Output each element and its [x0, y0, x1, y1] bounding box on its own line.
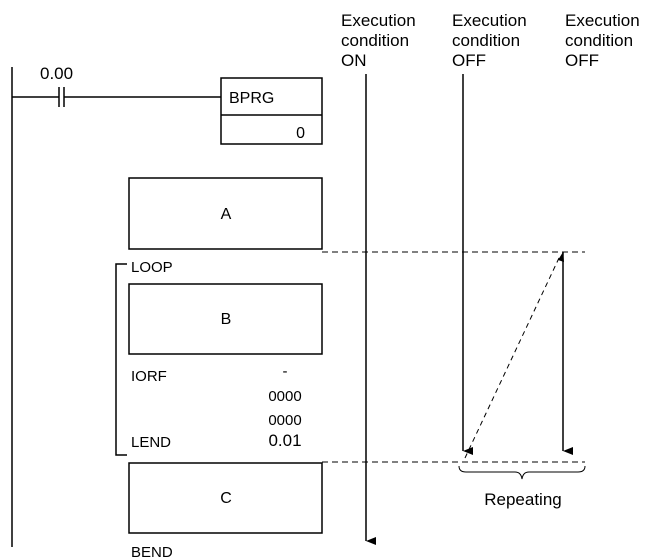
column-off1-line2: condition — [452, 31, 520, 50]
iorf-mnemonic: IORF — [131, 368, 167, 385]
column-off1-line1: Execution — [452, 11, 527, 30]
bprg-label: BPRG — [229, 90, 274, 107]
block-c: C — [128, 462, 323, 534]
block-c-label: C — [220, 490, 232, 507]
block-b: B — [128, 283, 323, 355]
column-off2-line1: Execution — [565, 11, 640, 30]
bprg-instruction-box: BPRG 0 — [220, 77, 323, 145]
loop-label: LOOP — [131, 259, 173, 276]
bprg-operand: 0 — [296, 125, 305, 142]
column-header-off-1: Execution condition OFF — [452, 11, 527, 70]
column-on-line3: ON — [341, 51, 367, 70]
column-on-line1: Execution — [341, 11, 416, 30]
lend-operand: 0.01 — [268, 431, 301, 450]
contact-address-label: 0.00 — [40, 64, 73, 83]
column-header-off-2: Execution condition OFF — [565, 11, 640, 70]
block-a: A — [128, 177, 323, 250]
repeating-label: Repeating — [484, 490, 562, 509]
column-header-on: Execution condition ON — [341, 11, 416, 70]
column-off2-line3: OFF — [565, 51, 599, 70]
iorf-operand-1: - — [283, 363, 288, 380]
column-on-line2: condition — [341, 31, 409, 50]
bend-label: BEND — [131, 544, 173, 560]
iorf-operand-3: 0000 — [268, 412, 301, 429]
lend-label: LEND — [131, 434, 171, 451]
block-a-label: A — [221, 206, 232, 223]
repeat-diagonal-dashed — [464, 257, 560, 459]
iorf-operand-2: 0000 — [268, 388, 301, 405]
block-b-label: B — [221, 311, 232, 328]
repeating-brace — [458, 465, 586, 480]
column-off2-line2: condition — [565, 31, 633, 50]
loop-bracket — [115, 263, 127, 456]
column-off1-line3: OFF — [452, 51, 486, 70]
